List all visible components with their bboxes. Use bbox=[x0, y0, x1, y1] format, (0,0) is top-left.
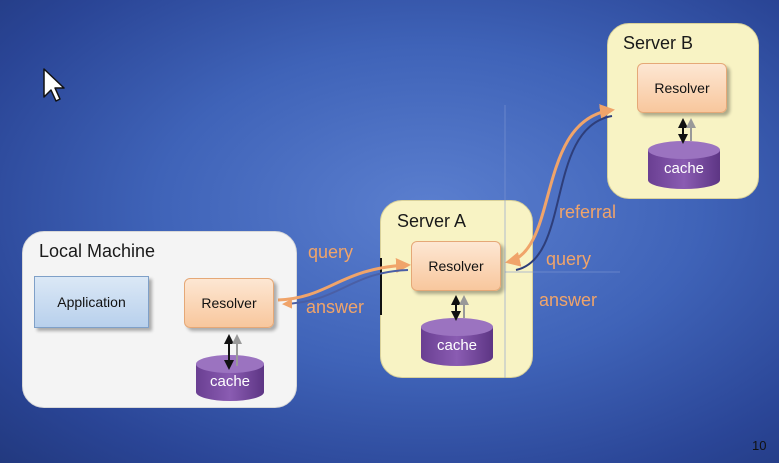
local-resolver-box: Resolver bbox=[184, 278, 274, 328]
local-query-label: query bbox=[308, 242, 354, 262]
server-b-exchange-arrow bbox=[505, 104, 615, 267]
server-b-cache-cylinder bbox=[648, 141, 720, 189]
server-b-cache-label: cache bbox=[663, 160, 705, 177]
local-machine-title: Local Machine bbox=[39, 241, 156, 261]
server-b-cache-arrows bbox=[678, 118, 696, 144]
remote-answer-label: answer bbox=[539, 290, 598, 310]
local-cache-label: cache bbox=[209, 373, 251, 390]
remote-query-label: query bbox=[546, 249, 592, 269]
local-query-arrow bbox=[277, 258, 411, 302]
server-a-cache-label: cache bbox=[436, 337, 478, 354]
server-b-resolver-box: Resolver bbox=[637, 63, 727, 113]
application-box: Application bbox=[34, 276, 149, 328]
application-label: Application bbox=[57, 294, 126, 310]
server-a-resolver-box: Resolver bbox=[411, 241, 501, 291]
local-answer-arrow bbox=[282, 269, 409, 309]
server-a-resolver-label: Resolver bbox=[428, 258, 484, 274]
local-answer-label: answer bbox=[306, 297, 365, 317]
server-a-title: Server A bbox=[397, 211, 467, 231]
local-cache-arrows bbox=[224, 334, 242, 370]
referral-label: referral bbox=[559, 202, 617, 222]
slide-number: 10 bbox=[752, 438, 767, 453]
server-a-cache-arrows bbox=[451, 295, 469, 321]
server-b-title: Server B bbox=[623, 33, 694, 53]
server-b-resolver-label: Resolver bbox=[654, 80, 710, 96]
local-resolver-label: Resolver bbox=[201, 295, 257, 311]
server-b-return-line bbox=[515, 115, 613, 271]
server-a-cache-cylinder bbox=[421, 318, 493, 366]
mouse-pointer-icon bbox=[43, 68, 65, 102]
